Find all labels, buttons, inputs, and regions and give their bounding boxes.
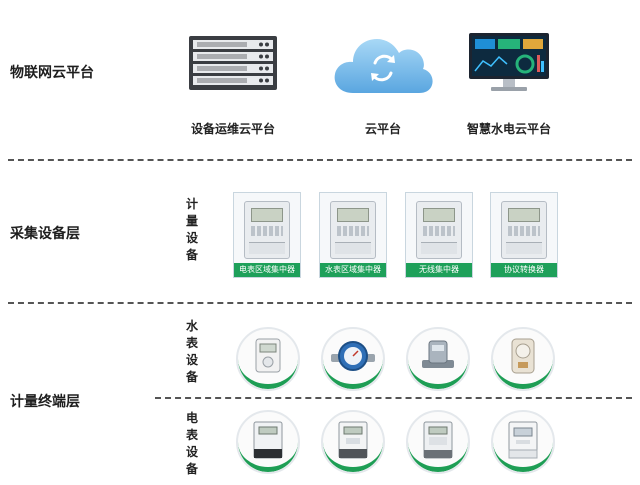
- water-meter-item: [321, 327, 385, 391]
- water-device-label: 水 表 设 备: [185, 318, 199, 386]
- prepaid-water-meter-icon: [255, 338, 281, 373]
- concentrator-label: 电表区域集中器: [234, 263, 300, 277]
- platform-label: 智慧水电云平台: [466, 122, 551, 136]
- electric-concentrator-icon: [244, 201, 290, 259]
- electric-meter-item: [406, 410, 470, 474]
- platform-label: 设备运维云平台: [190, 122, 275, 136]
- water-meter-item: [406, 327, 470, 391]
- water-concentrator-icon: [330, 201, 376, 259]
- mechanical-water-meter-icon: [331, 341, 375, 371]
- three-phase-meter-icon: [423, 421, 453, 459]
- char: 设: [185, 231, 198, 245]
- server-rack-icon: [168, 28, 298, 98]
- char: 水: [185, 319, 198, 333]
- monitor-dashboard-icon: [444, 28, 574, 98]
- smart-valve-water-meter-icon: [422, 340, 454, 368]
- separator-3: [155, 397, 632, 399]
- concentrator-card: 协议转换器: [490, 192, 558, 278]
- electric-meter-item: [321, 410, 385, 474]
- collect-layer-title: 采集设备层: [10, 226, 80, 242]
- char: 设: [185, 445, 198, 459]
- water-meter-item: [236, 327, 300, 391]
- separator-1: [8, 159, 632, 161]
- platform-cloud: 云平台: [318, 28, 448, 137]
- concentrator-label: 协议转换器: [491, 263, 557, 277]
- char: 表: [185, 336, 198, 350]
- char: 表: [185, 428, 198, 442]
- electric-device-label: 电 表 设 备: [185, 410, 199, 478]
- platform-maintenance: 设备运维云平台: [168, 28, 298, 137]
- char: 设: [185, 353, 198, 367]
- char: 计: [185, 197, 198, 211]
- electric-meter-item: [491, 410, 555, 474]
- char: 量: [185, 214, 198, 228]
- ic-card-water-meter-icon: [511, 338, 535, 374]
- concentrator-card: 电表区域集中器: [233, 192, 301, 278]
- cloud-layer-title: 物联网云平台: [10, 65, 94, 81]
- wireless-concentrator-icon: [416, 201, 462, 259]
- single-phase-meter-icon: [253, 421, 283, 459]
- smart-electric-meter-icon: [508, 421, 538, 459]
- concentrator-card: 无线集中器: [405, 192, 473, 278]
- water-meter-item: [491, 327, 555, 391]
- concentrator-card: 水表区域集中器: [319, 192, 387, 278]
- separator-2: [8, 302, 632, 304]
- platform-label: 云平台: [364, 122, 401, 136]
- platform-smart-utility: 智慧水电云平台: [444, 28, 574, 137]
- char: 备: [185, 248, 198, 262]
- char: 备: [185, 462, 198, 476]
- concentrator-label: 无线集中器: [406, 263, 472, 277]
- concentrator-label: 水表区域集中器: [320, 263, 386, 277]
- protocol-converter-icon: [501, 201, 547, 259]
- metering-device-label: 计 量 设 备: [185, 196, 199, 264]
- electric-meter-item: [236, 410, 300, 474]
- prepaid-electric-meter-icon: [338, 421, 368, 459]
- terminal-layer-title: 计量终端层: [10, 394, 80, 410]
- char: 备: [185, 370, 198, 384]
- cloud-sync-icon: [318, 28, 448, 98]
- char: 电: [185, 411, 198, 425]
